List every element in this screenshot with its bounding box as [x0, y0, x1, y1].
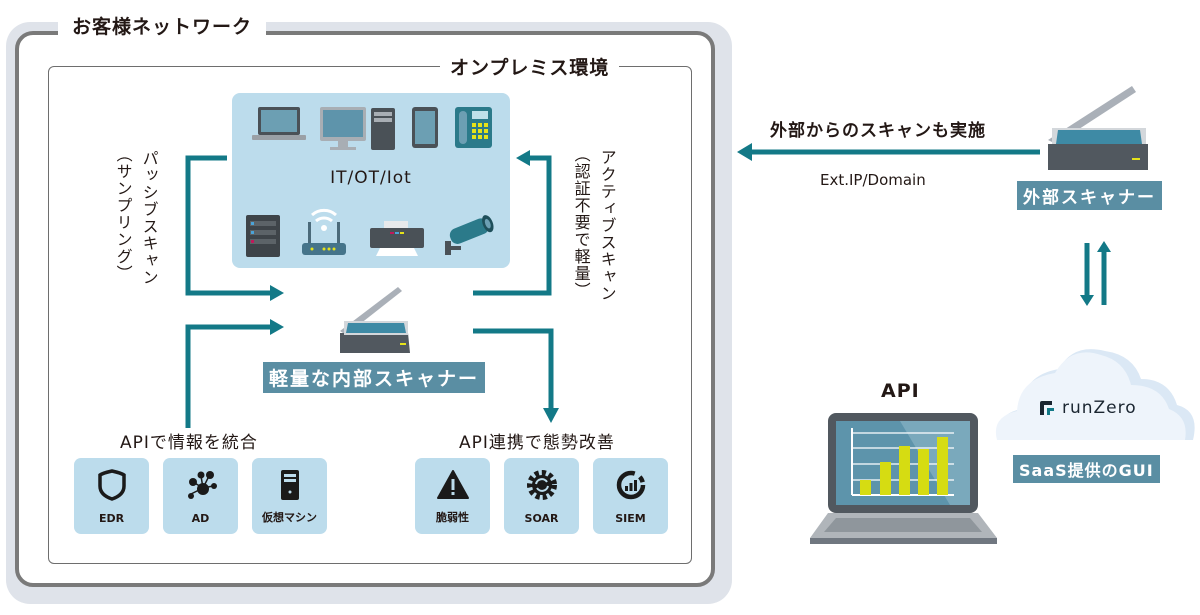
server-icon [280, 470, 299, 500]
security-camera-icon [445, 215, 494, 255]
active-scan-note: （認証不要で軽量） [571, 146, 591, 299]
card-label: AD [191, 512, 210, 525]
passive-scan-note: （サンプリング） [113, 146, 133, 282]
card-label: SIEM [615, 512, 646, 525]
cloud-icon [995, 349, 1195, 440]
card-soar[interactable]: SOAR [504, 458, 579, 534]
tablet-icon [412, 107, 438, 148]
devices-icons [246, 107, 494, 257]
desktop-icon [320, 107, 395, 150]
api-posture-title: API連携で態勢改善 [459, 433, 615, 453]
chart-bar [860, 480, 871, 495]
card-label: EDR [98, 512, 125, 525]
external-scanner-icon [1048, 86, 1148, 170]
card-label: 脆弱性 [436, 511, 469, 524]
passive-scan-arrow [185, 155, 270, 296]
card-edr[interactable]: EDR [74, 458, 149, 534]
api-integrate-arrow [185, 324, 270, 428]
chart-bar [899, 446, 910, 495]
network-users-icon [187, 471, 217, 499]
api-label: API [881, 380, 920, 402]
runzero-logo: runZero [1038, 398, 1137, 418]
laptop-icon [252, 107, 306, 140]
chart-bar [937, 437, 948, 495]
saas-gui-label: SaaS提供のGUI [1013, 455, 1160, 483]
card-vulnerability[interactable]: 脆弱性 [415, 458, 490, 534]
card-siem[interactable]: SIEM [593, 458, 668, 534]
shield-icon [97, 469, 126, 501]
chart-bar [880, 462, 891, 495]
card-label: SOAR [524, 512, 559, 525]
external-scanner-label: 外部スキャナー [1017, 181, 1162, 210]
card-ad[interactable]: AD [163, 458, 238, 534]
active-scan-label: アクティブスキャン [597, 149, 617, 302]
customer-network-title: お客様ネットワーク [58, 12, 267, 39]
printer-icon [370, 221, 424, 256]
internal-scanner-label: 軽量な内部スキャナー [263, 362, 486, 393]
wifi-router-icon [302, 208, 346, 255]
card-virtual-machine[interactable]: 仮想マシン [252, 458, 327, 534]
api-posture-arrow [473, 328, 554, 410]
api-laptop-icon [810, 413, 997, 544]
chart-gauge-icon [616, 470, 645, 500]
passive-scan-label: パッシブスキャン [139, 150, 159, 286]
gear-sync-icon [526, 470, 557, 500]
chart-bar [918, 449, 929, 495]
onprem-frame [48, 66, 692, 564]
devices-label: IT/OT/Iot [330, 168, 412, 188]
card-label: 仮想マシン [262, 511, 317, 524]
server-rack-icon [246, 215, 280, 257]
external-scan-label: 外部からのスキャンも実施 [770, 121, 986, 141]
external-target-label: Ext.IP/Domain [820, 171, 926, 189]
runzero-logo-icon [1040, 401, 1054, 415]
api-integrate-title: APIで情報を統合 [120, 433, 258, 453]
ip-phone-icon [455, 107, 492, 148]
active-scan-arrow [473, 155, 552, 296]
runzero-brand: runZero [1062, 398, 1137, 418]
onprem-title: オンプレミス環境 [440, 53, 620, 80]
warning-icon [436, 470, 469, 499]
internal-scanner-icon [340, 287, 410, 353]
